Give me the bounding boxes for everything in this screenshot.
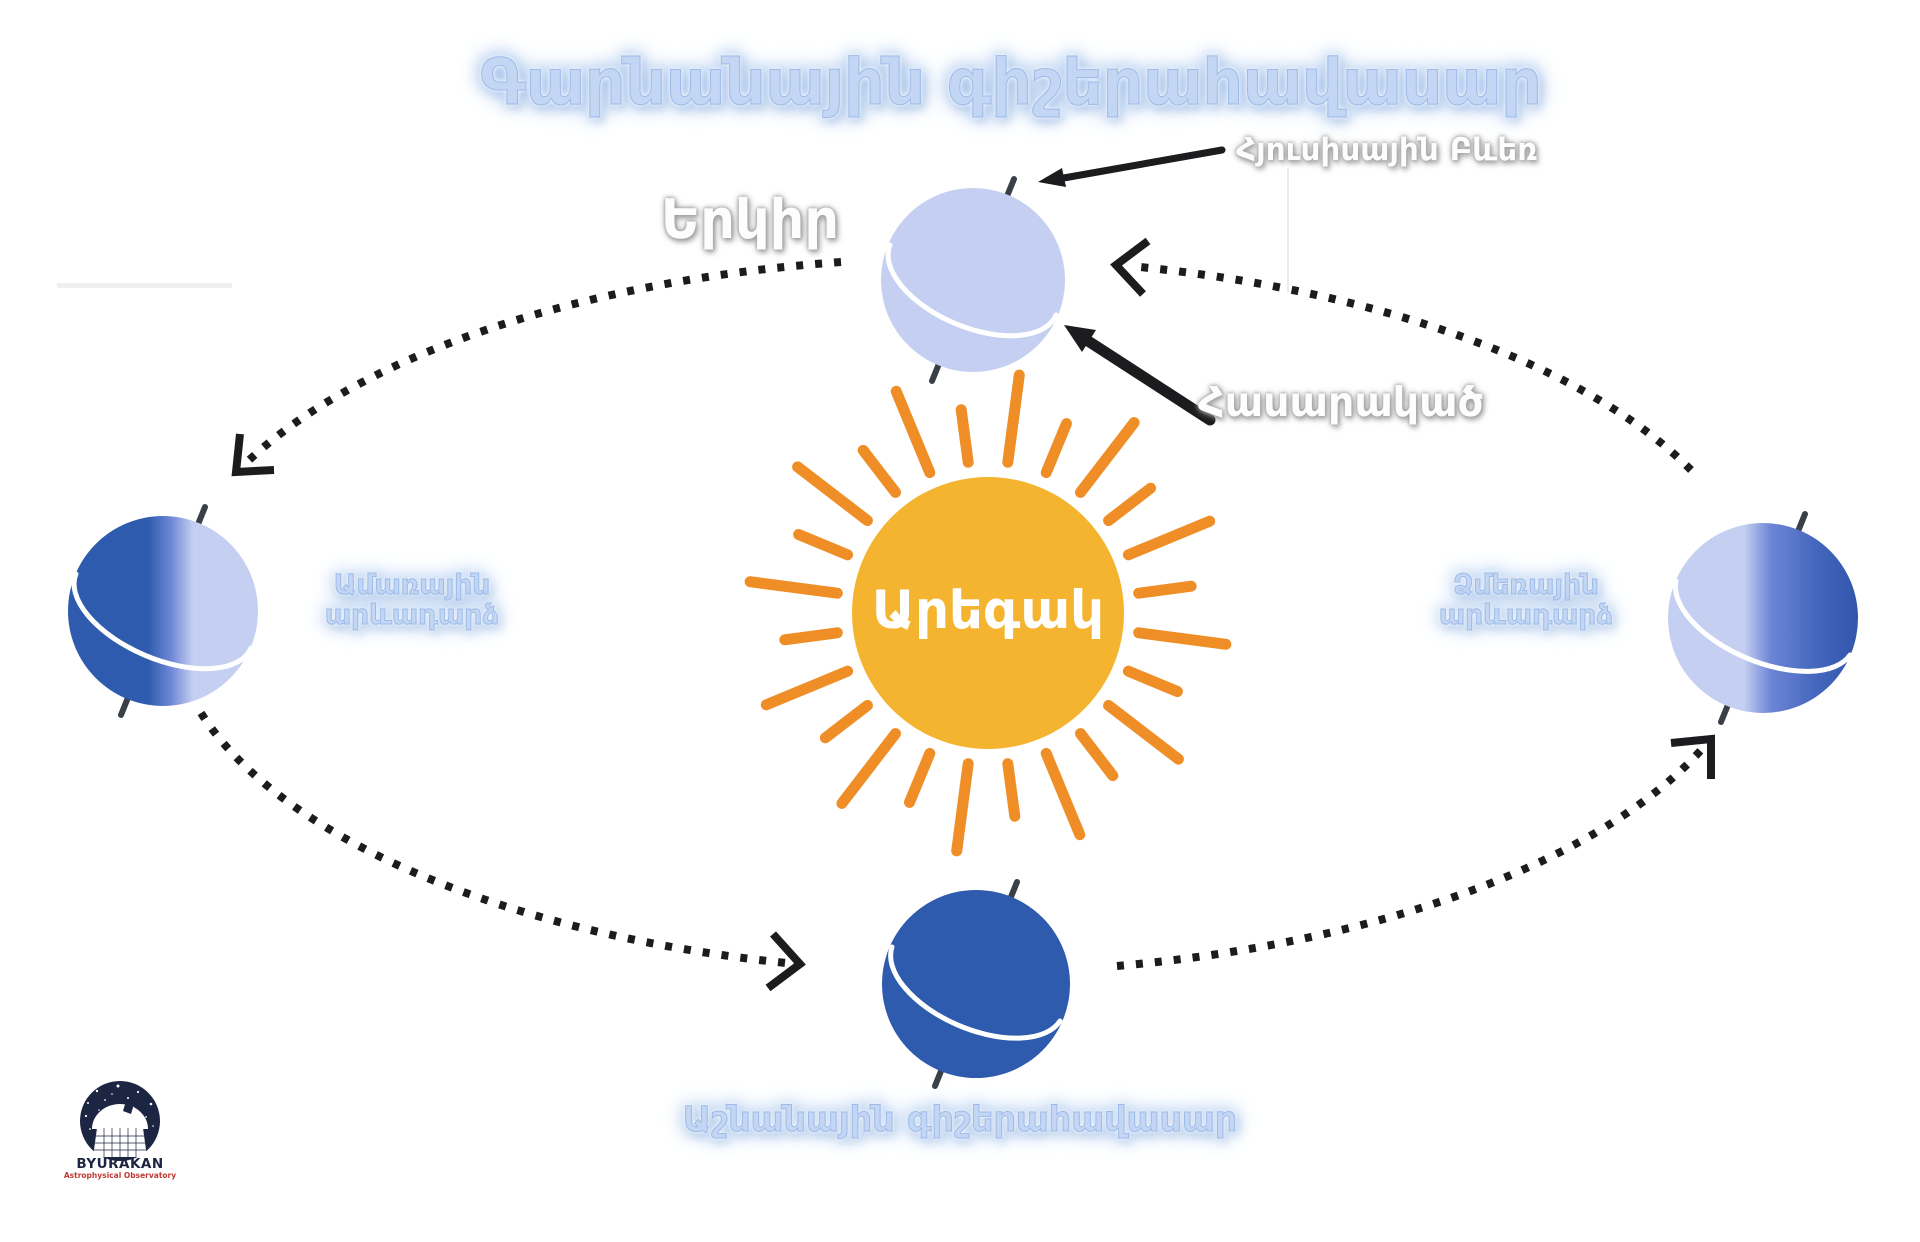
sun-ray [955,404,974,468]
earth-label: Երկիր [660,188,840,251]
sun-rays [744,369,1232,857]
page-title: Գարնանային գիշերահավասար [480,46,1543,120]
sun-ray [779,627,843,646]
summer-solstice-line1: Ամառային [333,568,491,601]
earth-bottom-autumn [882,879,1070,1089]
sun-ray [744,576,843,599]
sun-ray [760,665,854,711]
scan-artifact-vertical [1287,168,1289,292]
earth-top-vernal [881,176,1065,384]
orbit-arrowhead-top [1110,237,1151,297]
autumn-equinox-label: Աշնանային գիշերահավասար [682,1100,1238,1141]
sun-ray [819,700,873,744]
summer-solstice-line2: արևադարձ [324,598,500,632]
sun-ray [904,747,936,808]
sun-ray [792,461,873,526]
earth-equator-line [888,944,1063,1041]
sun-label: Արեգակ [871,580,1105,641]
earth-equator-line [885,242,1059,339]
dome-slit [123,1101,134,1114]
sun-disc [852,477,1124,749]
sun-ray [890,385,936,479]
sun-ray [1002,369,1025,468]
orbit-arc-top-right [1129,262,1694,473]
orbit-arc-bottom-right [1116,746,1705,970]
sun-ray [1075,728,1119,782]
sun-ray [857,444,901,498]
sun-ray [1075,417,1140,498]
scan-artifact-horizontal [57,283,232,288]
earth-globe [881,188,1065,372]
logo-name: BYURAKAN [76,1156,164,1172]
earth-globe [882,890,1070,1078]
earth-right-winter [1668,511,1858,725]
sun-ray [1040,747,1086,841]
winter-solstice-line1: Ձմեռային [1453,568,1600,601]
sun-ray [1103,482,1157,526]
sun-ray [836,728,901,809]
byurakan-logo [80,1081,160,1161]
sun-ray [1040,418,1072,479]
earth-equator-line [1672,578,1853,674]
sun-ray [1133,580,1197,599]
orbit-arrowhead-bottom [765,931,806,992]
orbit-arc-bottom-left [197,710,787,967]
observatory-base-ribs [94,1128,146,1157]
observatory-dome [92,1104,148,1129]
orbit-arc-top-left [242,258,842,467]
equator-arrowhead [1064,325,1096,352]
earth-globe [1668,523,1858,713]
sun-ray [1122,665,1183,697]
earth-equator-line [71,571,254,672]
sun-ray [951,758,974,857]
winter-solstice-label: Ձմեռային արևադարձ [1406,568,1646,632]
orbit-path [197,237,1715,992]
north-pole-arrow [1038,146,1226,187]
sun-ray [793,529,854,561]
winter-solstice-line2: արևադարձ [1438,598,1614,632]
sun-ray [1103,700,1184,765]
earth-globe [68,516,258,706]
north-pole-arrowhead [1038,168,1066,187]
orbit-arrowhead-right [1670,734,1715,779]
summer-solstice-label: Ամառային արևադարձ [292,568,532,632]
north-pole-label: Հյուսիսային Բևեռ [1236,132,1538,168]
sun-ray [1122,515,1216,561]
orbit-arrowhead-left [231,433,275,477]
equator-arrow [1064,325,1216,426]
logo-subtitle: Astrophysical Observatory [63,1171,177,1180]
equator-label: Հասարակած [1198,378,1484,426]
sun-graphic [744,369,1232,857]
earth-left-summer [68,504,258,718]
sun-ray [1002,758,1021,822]
sun-ray [1133,627,1232,650]
